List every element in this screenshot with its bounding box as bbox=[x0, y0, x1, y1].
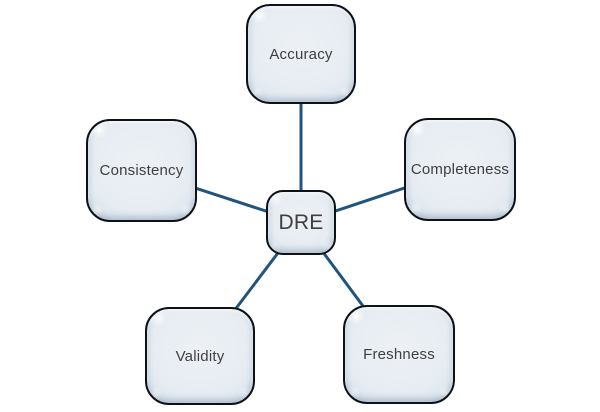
node-consistency: Consistency bbox=[86, 119, 197, 222]
node-validity-label: Validity bbox=[175, 347, 225, 365]
node-accuracy: Accuracy bbox=[246, 4, 356, 104]
node-dre-label: DRE bbox=[278, 210, 324, 234]
node-completeness: Completeness bbox=[404, 118, 516, 221]
node-validity: Validity bbox=[145, 307, 255, 405]
node-completeness-label: Completeness bbox=[410, 161, 510, 178]
node-consistency-label: Consistency bbox=[99, 162, 184, 179]
node-dre: DRE bbox=[266, 190, 336, 255]
node-freshness: Freshness bbox=[343, 305, 455, 404]
node-accuracy-label: Accuracy bbox=[269, 45, 333, 63]
node-freshness-label: Freshness bbox=[363, 346, 435, 363]
